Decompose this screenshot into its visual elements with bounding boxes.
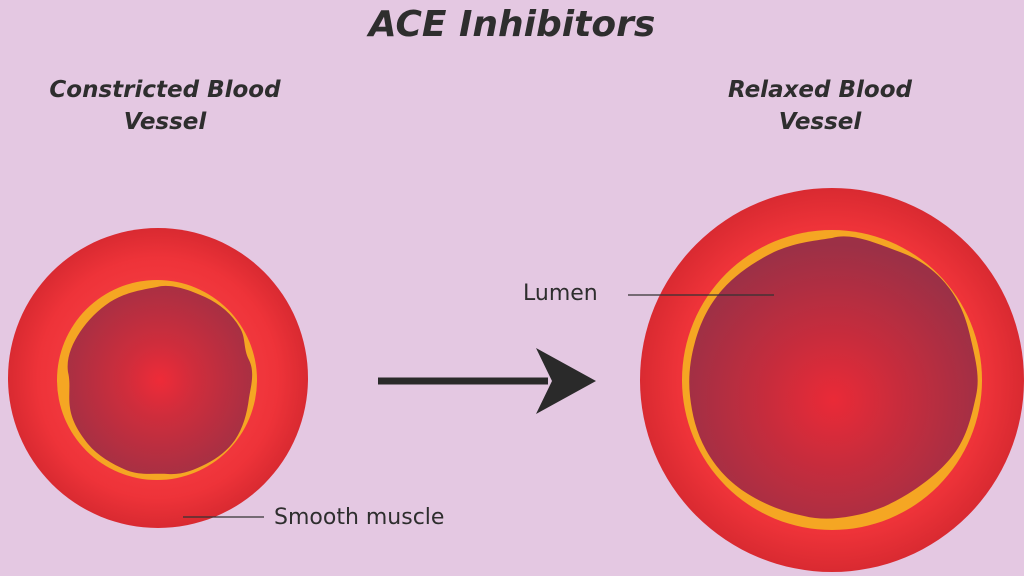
constricted-vessel (8, 228, 308, 528)
arrow-right-icon (378, 348, 596, 414)
lumen-label: Lumen (523, 281, 598, 306)
diagram-title: ACE Inhibitors (368, 4, 656, 45)
constricted-vessel-label: Constricted Blood Vessel (20, 74, 310, 138)
relaxed-vessel-label-line2: Vessel (778, 109, 862, 135)
relaxed-vessel-label-line1: Relaxed Blood (728, 77, 912, 103)
relaxed-vessel-label: Relaxed Blood Vessel (680, 74, 960, 138)
constricted-vessel-lumen (67, 285, 253, 475)
relaxed-vessel (640, 188, 1024, 572)
constricted-vessel-label-line1: Constricted Blood (49, 77, 281, 103)
smooth-muscle-label: Smooth muscle (274, 505, 445, 530)
constricted-vessel-label-line2: Vessel (123, 109, 207, 135)
relaxed-vessel-lumen (689, 236, 978, 519)
